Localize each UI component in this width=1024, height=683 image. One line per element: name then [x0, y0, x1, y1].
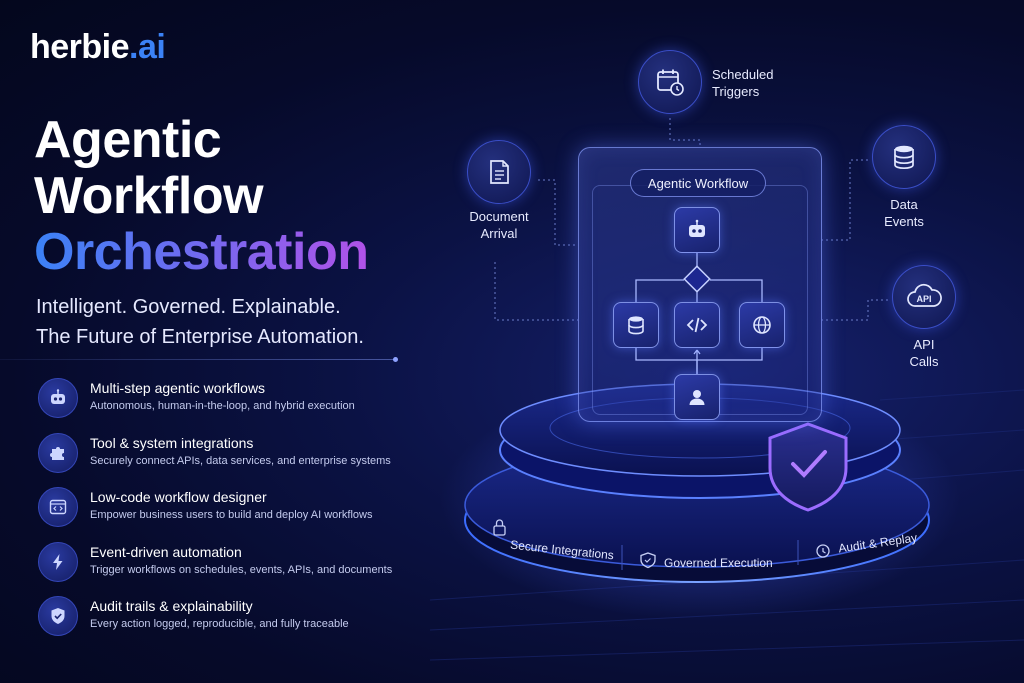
- feature-title: Low-code workflow designer: [90, 489, 267, 505]
- headline-line-1: Agentic: [34, 111, 222, 169]
- governed-execution-label: Governed Execution: [664, 556, 773, 570]
- api-calls-label: API Calls: [886, 336, 962, 370]
- api-badge-text: API: [916, 294, 931, 304]
- calendar-clock-icon: [638, 50, 702, 114]
- shield-check-icon: [38, 596, 78, 636]
- puzzle-icon: [38, 432, 78, 473]
- feature-list: Multi-step agentic workflows Autonomous,…: [38, 376, 438, 649]
- feature-subtitle: Every action logged, reproducible, and f…: [90, 618, 349, 630]
- agent-robot-box: [674, 207, 720, 253]
- tagline: Intelligent. Governed. Explainable. The …: [36, 292, 364, 352]
- lightning-icon: [38, 541, 78, 582]
- feature-item: Tool & system integrations Securely conn…: [38, 431, 438, 486]
- web-box: [739, 302, 785, 348]
- database-box: [613, 302, 659, 348]
- feature-title: Multi-step agentic workflows: [90, 380, 266, 396]
- globe-icon: [753, 316, 771, 334]
- feature-subtitle: Empower business users to build and depl…: [90, 509, 373, 521]
- divider-dot: [393, 357, 398, 362]
- headline-line-3: Orchestration: [34, 223, 369, 281]
- human-box: [674, 374, 720, 420]
- code-window-icon: [38, 487, 78, 527]
- feature-item: Event-driven automation Trigger workflow…: [38, 540, 438, 595]
- decision-diamond: [683, 265, 711, 293]
- feature-title: Tool & system integrations: [90, 434, 254, 451]
- lock-icon: [493, 519, 506, 536]
- api-calls-line-1: API: [913, 337, 935, 352]
- feature-subtitle: Autonomous, human-in-the-loop, and hybri…: [90, 400, 355, 412]
- workflow-panel-title: Agentic Workflow: [630, 169, 766, 197]
- brand-name: herbie: [30, 28, 130, 66]
- api-cloud-icon: API: [892, 265, 956, 329]
- feature-subtitle: Trigger workflows on schedules, events, …: [90, 563, 393, 576]
- brand-suffix: .ai: [129, 28, 166, 66]
- brand-logo: herbie.ai: [30, 28, 166, 67]
- tagline-line-1: Intelligent. Governed. Explainable.: [36, 296, 341, 318]
- code-icon: [686, 317, 708, 333]
- scheduled-triggers-line-1: Scheduled: [712, 67, 774, 82]
- user-icon: [689, 390, 705, 405]
- headline-line-2: Workflow: [34, 167, 264, 225]
- history-icon: [816, 544, 830, 558]
- scheduled-triggers-line-2: Triggers: [712, 84, 760, 99]
- feature-title: Audit trails & explainability: [90, 598, 253, 614]
- feature-item: Audit trails & explainability Every acti…: [38, 594, 438, 649]
- feature-item: Multi-step agentic workflows Autonomous,…: [38, 376, 438, 431]
- database-icon: [628, 316, 644, 335]
- headline: Agentic Workflow Orchestration: [34, 111, 369, 281]
- feature-subtitle: Securely connect APIs, data services, an…: [90, 454, 391, 467]
- data-events-line-1: Data: [890, 197, 918, 212]
- code-box: [674, 302, 720, 348]
- database-icon: [872, 125, 936, 189]
- shield-icon: [768, 422, 848, 512]
- feature-item: Low-code workflow designer Empower busin…: [38, 485, 438, 540]
- shield-small-icon: [640, 552, 656, 569]
- robot-icon: [38, 378, 78, 418]
- document-icon: [467, 140, 531, 204]
- tagline-line-2: The Future of Enterprise Automation.: [36, 326, 364, 348]
- feature-title: Event-driven automation: [90, 543, 242, 560]
- section-divider: [0, 359, 396, 360]
- document-arrival-line-2: Arrival: [480, 226, 518, 241]
- document-arrival-line-1: Document: [469, 209, 529, 224]
- robot-icon: [689, 219, 705, 237]
- api-calls-line-2: Calls: [909, 354, 939, 369]
- data-events-line-2: Events: [884, 214, 924, 229]
